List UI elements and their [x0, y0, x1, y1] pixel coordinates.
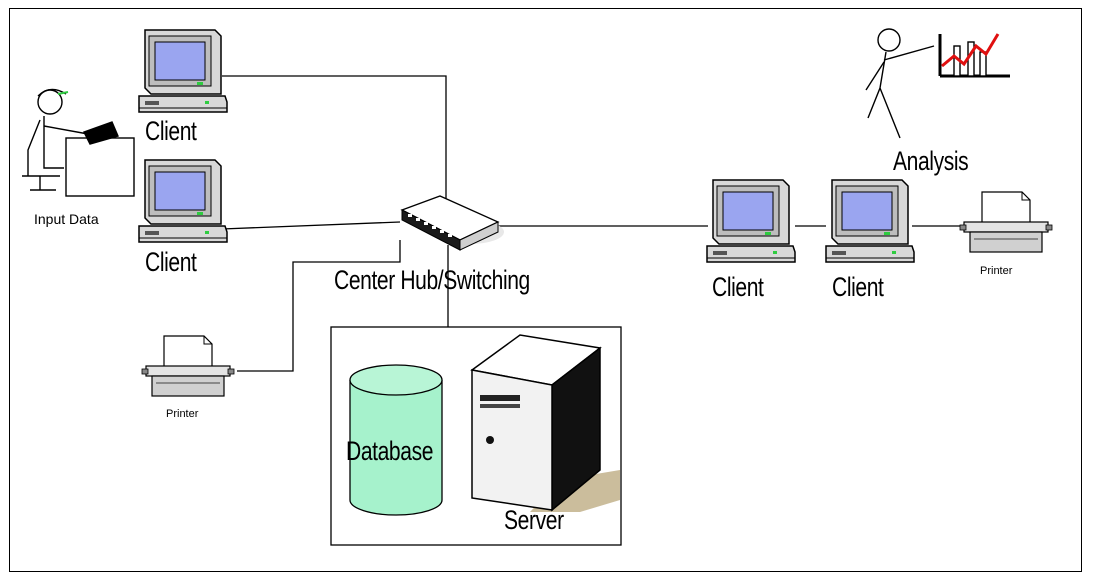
client-middle-left-computer-icon [138, 159, 228, 243]
database-icon [349, 364, 443, 516]
database-label: Database [346, 436, 434, 466]
printer-left-icon [141, 335, 235, 397]
client-right-1-label: Client [712, 272, 764, 302]
presenter-chart-icon [865, 28, 1010, 139]
server-label: Server [504, 505, 564, 535]
connection-lines [221, 75, 962, 372]
diagram-frame [9, 8, 1082, 572]
hub-icon [400, 195, 504, 251]
client-right-2-label: Client [832, 272, 884, 302]
printer-right-icon [959, 191, 1053, 253]
input-data-label: Input Data [34, 211, 99, 227]
hub-label: Center Hub/Switching [334, 265, 530, 295]
client-middle-left-label: Client [145, 247, 197, 277]
printer-left-label: Printer [166, 408, 199, 420]
person-at-desk-icon [22, 88, 135, 197]
client-right-1-computer-icon [706, 179, 796, 263]
client-top-left-label: Client [145, 116, 197, 146]
printer-right-label: Printer [980, 265, 1013, 277]
client-right-2-computer-icon [825, 179, 915, 263]
client-top-left-computer-icon [138, 29, 228, 113]
server-icon [470, 334, 620, 512]
analysis-label: Analysis [893, 146, 969, 176]
